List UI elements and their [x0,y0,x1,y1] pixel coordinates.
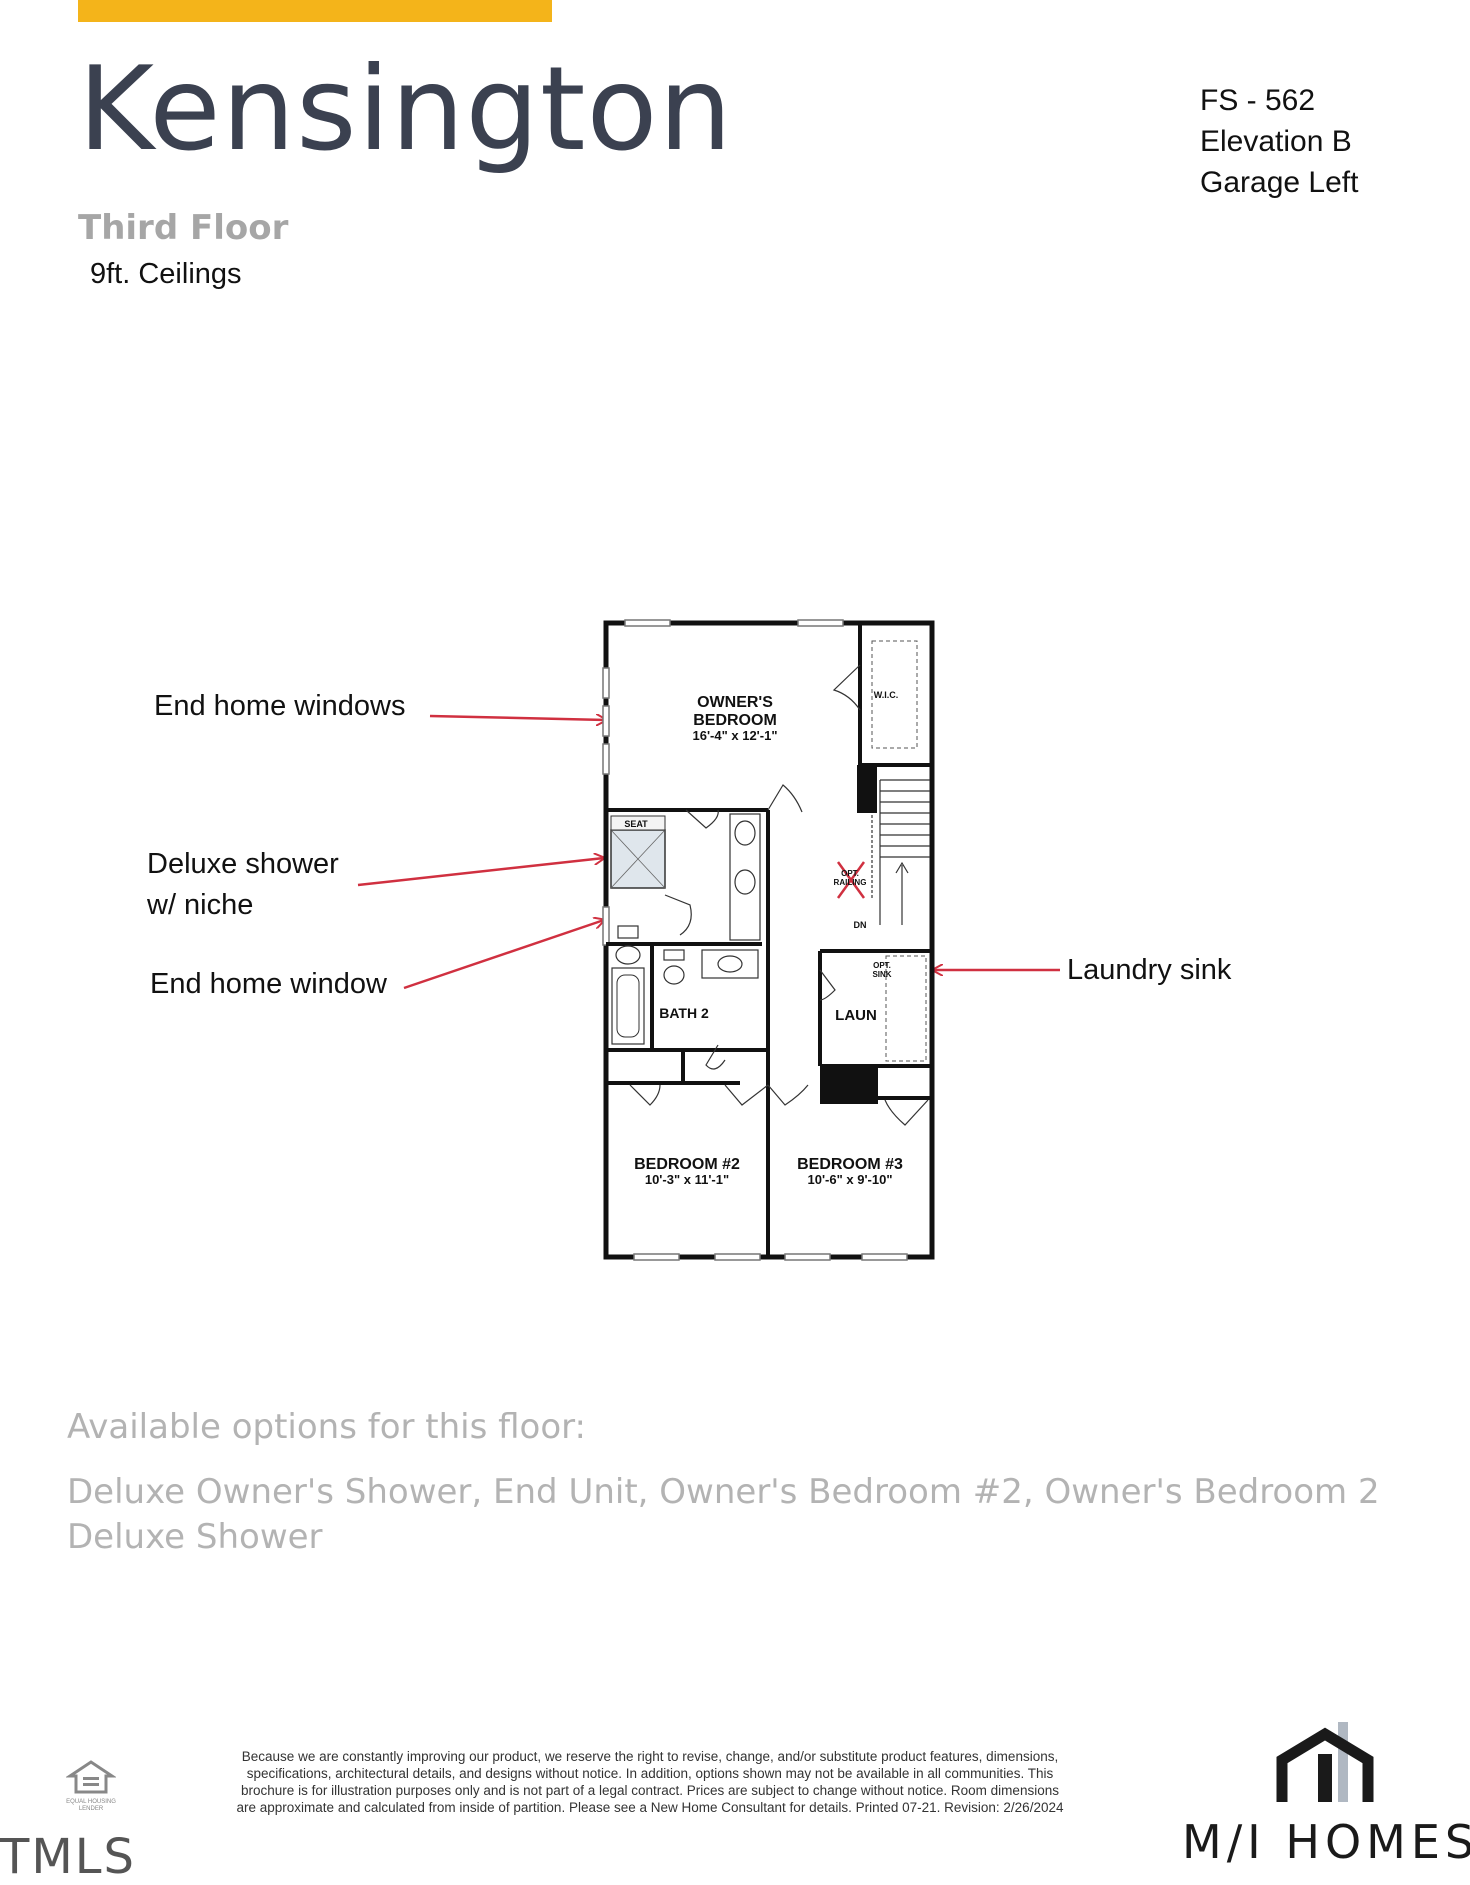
opt-railing-x [836,861,866,899]
equal-housing-icon [65,1760,117,1794]
arrow-deluxe-shower [357,858,604,887]
legal-disclaimer: Because we are constantly improving our … [236,1749,1064,1815]
owners-bedroom-label-1: OWNER'S [697,694,773,711]
seat-label: SEAT [624,819,648,829]
options-list: Deluxe Owner's Shower, End Unit, Owner's… [67,1472,1380,1557]
accent-bar [78,0,552,22]
options-heading: Available options for this floor: [67,1407,586,1447]
callout-deluxe-shower-line2: w/ niche [147,889,254,921]
owners-bedroom-label-2: BEDROOM [693,712,777,729]
callout-deluxe-shower-line1: Deluxe shower [147,848,339,880]
wic-label: W.I.C. [874,690,899,700]
callout-arrows [357,716,1060,990]
windows [602,619,908,1261]
arrow-end-home-windows [429,716,606,720]
wic-shelving [871,640,918,749]
plan-title: Kensington [78,42,733,177]
wall-block [857,765,877,813]
opt-sink-label-1: OPT. [873,961,891,970]
arrow-end-home-window [403,920,604,990]
toilet [615,945,641,965]
sink [734,869,756,895]
stairs [871,779,930,925]
owners-bedroom-dims: 16'-4" x 12'-1" [692,728,777,743]
bedroom3-dims: 10'-6" x 9'-10" [807,1172,892,1187]
callout-laundry-sink: Laundry sink [1067,954,1232,986]
bedroom2-label: BEDROOM #2 [634,1156,740,1173]
mi-homes-house-icon [1276,1722,1374,1802]
laundry-label: LAUN [835,1007,877,1024]
callout-end-home-window: End home window [150,968,387,1000]
wall-block [820,1066,878,1104]
interior-walls [606,623,932,1257]
equal-housing-logo: EQUAL HOUSING LENDER [65,1760,117,1813]
bath2-label: BATH 2 [659,1005,709,1021]
garage-side: Garage Left [1200,166,1359,199]
equal-housing-text-1: EQUAL HOUSING [66,1799,116,1805]
sink [734,820,756,846]
door-swings [629,664,929,1126]
floor-name: Third Floor [78,208,289,248]
brand-wordmark: M/I HOMES [1182,1815,1470,1869]
bath2-vanity [701,949,759,979]
bedroom3-label: BEDROOM #3 [797,1156,903,1173]
mls-watermark: TMLS [0,1829,136,1885]
opt-railing-label-1: OPT. [841,869,859,878]
shower-seat [610,815,666,831]
equal-housing-text-2: LENDER [78,1806,104,1812]
stairs-dn-label: DN [854,920,867,930]
elevation: Elevation B [1200,125,1352,158]
ceiling-height: 9ft. Ceilings [90,258,242,290]
callout-deluxe-shower: Deluxe shower w/ niche [147,844,339,926]
opt-railing-label-2: RAILING [834,878,867,887]
bedroom2-dims: 10'-3" x 11'-1" [645,1172,729,1187]
callout-end-home-windows: End home windows [154,690,406,722]
plan-code: FS - 562 [1200,84,1316,117]
laundry-appliances [885,955,927,1062]
plan-meta: FS - 562 Elevation B Garage Left [1200,80,1358,203]
toilet [663,965,685,985]
opt-sink-label-2: SINK [872,970,891,979]
